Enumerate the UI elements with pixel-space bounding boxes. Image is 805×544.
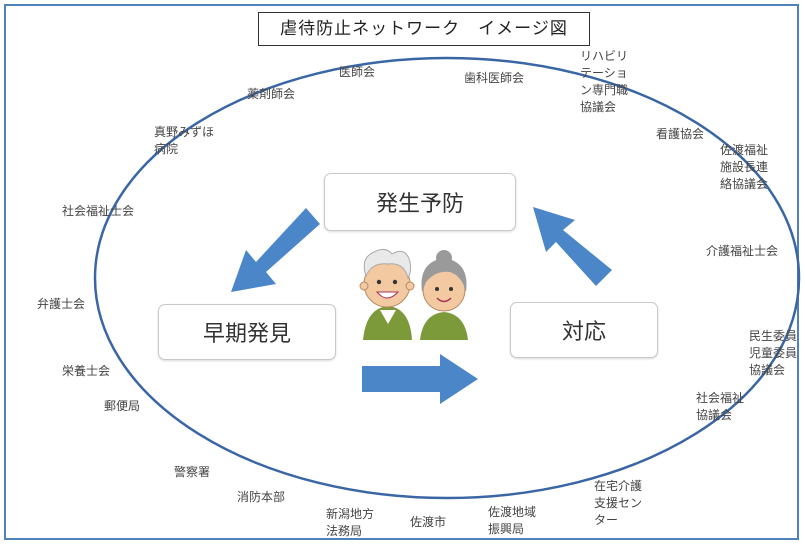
- network-ellipse: [93, 56, 801, 500]
- org-label: 消防本部: [237, 490, 286, 504]
- prevention-box: 発生予防: [324, 173, 516, 231]
- org-label: 新潟地方 法務局: [326, 507, 375, 538]
- org-label: 民生委員 児童委員 協議会: [749, 329, 798, 377]
- diagram-title: 虐待防止ネットワーク イメージ図: [258, 12, 590, 46]
- elderly-couple-icon: [359, 248, 468, 340]
- org-label: 歯科医師会: [464, 71, 525, 85]
- early-detection-box: 早期発見: [158, 304, 336, 360]
- org-label: 佐渡市: [410, 515, 447, 529]
- org-label: 介護福祉士会: [706, 244, 779, 258]
- arrow-icon: [231, 208, 320, 292]
- arrow-icon: [362, 354, 478, 404]
- org-label: 看護協会: [656, 127, 705, 141]
- org-label: 在宅介護 支援セン ター: [594, 479, 643, 527]
- org-label: リハビリ テーショ ン専門職 協議会: [580, 49, 629, 114]
- org-label: 佐渡地域 振興局: [488, 505, 537, 536]
- arrow-icon: [533, 207, 612, 286]
- org-label: 弁護士会: [37, 297, 86, 311]
- org-label: 社会福祉士会: [62, 204, 135, 218]
- response-box: 対応: [510, 302, 658, 358]
- org-label: 警察署: [174, 465, 211, 479]
- org-label: 栄養士会: [62, 364, 111, 378]
- org-label: 薬剤師会: [247, 87, 296, 101]
- org-label: 医師会: [339, 65, 376, 79]
- org-label: 佐渡福祉 施設長連 絡協議会: [720, 143, 769, 191]
- org-label: 郵便局: [104, 399, 141, 413]
- org-label: 真野みずほ 病院: [154, 125, 215, 156]
- org-label: 社会福祉 協議会: [696, 391, 745, 422]
